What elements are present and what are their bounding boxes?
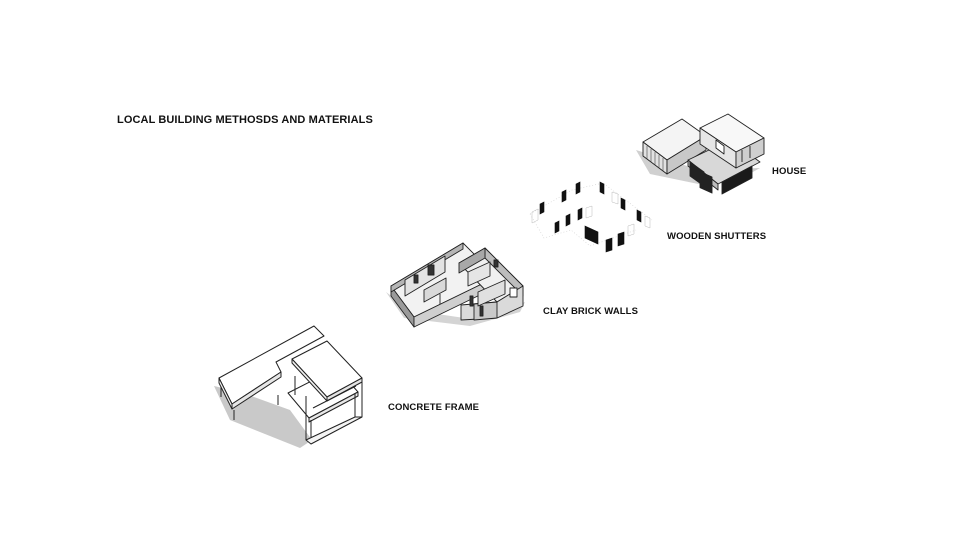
label-clay-brick-walls: CLAY BRICK WALLS [543,306,639,317]
house-model [636,113,765,195]
label-concrete-frame: CONCRETE FRAME [388,402,480,413]
diagram-title: LOCAL BUILDING METHOSDS AND MATERIALS [117,114,373,126]
clay-brick-walls-model [386,242,525,328]
label-wooden-shutters: WOODEN SHUTTERS [667,231,767,242]
concrete-frame-model [214,325,363,448]
label-house: HOUSE [772,166,807,177]
wooden-shutters-model [529,181,653,253]
